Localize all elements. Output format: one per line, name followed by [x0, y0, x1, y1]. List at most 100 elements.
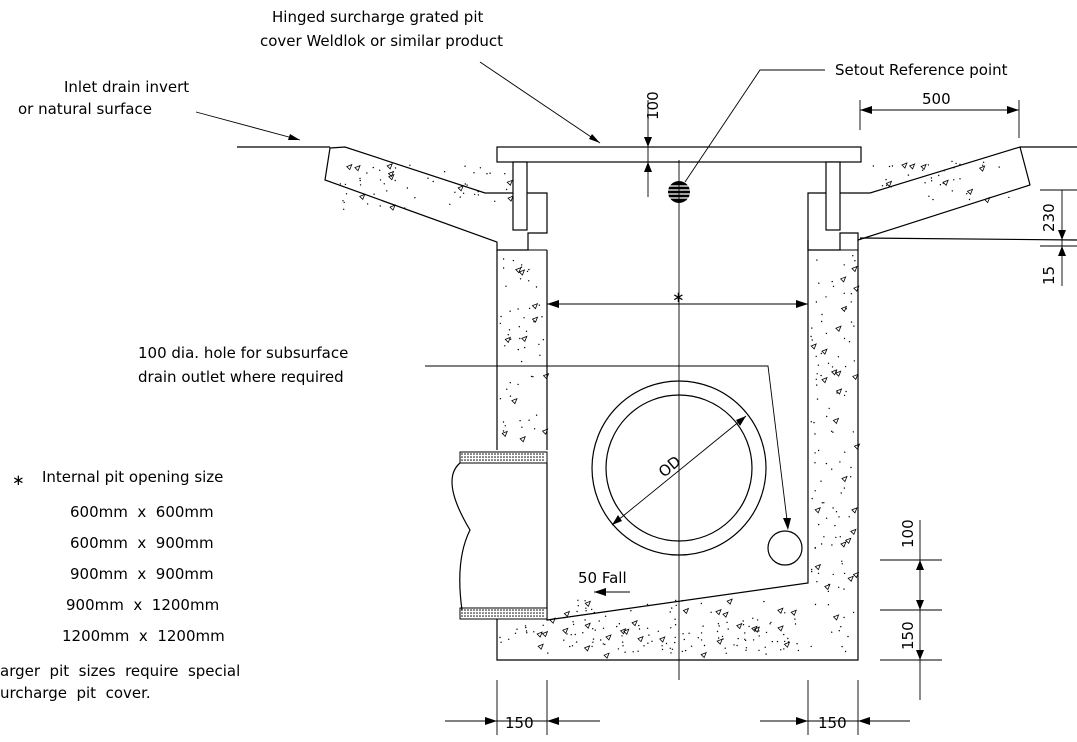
band-hatch-dot: [485, 609, 487, 611]
aggregate-dot: [366, 203, 369, 205]
aggregate-dot: [630, 610, 632, 612]
aggregate-stone: [844, 537, 852, 544]
aggregate-dot: [632, 651, 634, 653]
band-hatch-dot: [509, 609, 511, 611]
aggregate-dot: [566, 633, 568, 635]
aggregate-dot: [942, 182, 944, 184]
band-hatch-dot: [503, 609, 505, 611]
aggregate-stone: [388, 173, 395, 181]
band-hatch-dot: [533, 615, 535, 617]
aggregate-dot: [821, 502, 823, 504]
inlet-note-line2: or natural surface: [18, 100, 152, 118]
aggregate-dot: [817, 572, 820, 575]
aggregate-dot: [1008, 196, 1010, 199]
band-hatch-dot: [536, 612, 538, 614]
band-hatch-dot: [479, 453, 481, 455]
aggregate-dot: [844, 365, 847, 368]
aggregate-stone: [457, 185, 464, 192]
aggregate-dot: [600, 639, 602, 641]
aggregate-stone: [507, 195, 514, 202]
aggregate-dot: [825, 332, 828, 335]
od-label: OD: [655, 452, 684, 481]
left-cover-hinge: [512, 161, 528, 231]
aggregate-stone: [659, 636, 666, 643]
band-hatch-dot: [503, 612, 505, 614]
aggregate-stone: [835, 325, 842, 332]
aggregate-dot: [506, 388, 508, 390]
aggregate-dot: [814, 452, 816, 454]
band-hatch-dot: [536, 615, 538, 617]
pit-size-1: 600mm x 600mm: [70, 503, 214, 521]
aggregate-dot: [847, 635, 849, 638]
band-hatch-dot: [491, 609, 493, 611]
aggregate-dot: [500, 315, 502, 318]
aggregate-stone: [506, 179, 514, 186]
aggregate-dot: [850, 293, 853, 295]
aggregate-dot: [585, 607, 587, 609]
aggregate-dot: [671, 607, 673, 609]
opening-asterisk: ∗: [672, 288, 685, 306]
band-hatch-dot: [488, 453, 490, 455]
band-hatch-dot: [539, 453, 541, 455]
aggregate-stone: [835, 388, 843, 395]
aggregate-stone: [853, 443, 861, 450]
aggregate-dot: [343, 201, 345, 204]
band-hatch-dot: [497, 453, 499, 455]
aggregate-dot: [758, 630, 760, 632]
aggregate-stone: [536, 631, 543, 638]
concrete-aggregate-texture: [339, 160, 1010, 659]
subsurface-drain-hole: [767, 530, 803, 566]
aggregate-dot: [742, 624, 745, 626]
aggregate-dot: [525, 626, 527, 629]
aggregate-dot: [832, 573, 834, 576]
aggregate-dot: [955, 162, 957, 165]
band-hatch-dot: [518, 456, 520, 458]
aggregate-dot: [814, 603, 817, 606]
cover-leader: [479, 61, 601, 144]
aggregate-dot: [881, 185, 884, 187]
aggregate-dot: [591, 608, 593, 611]
aggregate-dot: [638, 628, 641, 630]
aggregate-dot: [643, 645, 645, 647]
band-hatch-dot: [482, 615, 484, 617]
aggregate-dot: [517, 308, 519, 310]
band-hatch-dot: [467, 615, 469, 617]
aggregate-dot: [841, 563, 843, 565]
aggregate-dot: [427, 177, 429, 179]
band-hatch-dot: [461, 456, 463, 458]
band-hatch-dot: [500, 453, 502, 455]
aggregate-dot: [840, 626, 842, 628]
band-hatch-dot: [500, 456, 502, 458]
aggregate-dot: [618, 623, 621, 625]
aggregate-stone: [777, 607, 784, 614]
aggregate-dot: [783, 648, 785, 650]
band-hatch-dot: [524, 456, 526, 458]
aggregate-dot: [670, 652, 672, 654]
aggregate-dot: [832, 431, 834, 433]
hole-note-line2: drain outlet where required: [138, 368, 344, 386]
aggregate-dot: [621, 635, 623, 637]
aggregate-stone: [851, 507, 858, 514]
aggregate-dot: [700, 602, 702, 605]
aggregate-dot: [843, 264, 845, 266]
aggregate-dot: [359, 184, 362, 186]
aggregate-dot: [811, 339, 813, 341]
aggregate-dot: [844, 451, 846, 453]
pit-size-4: 900mm x 1200mm: [66, 596, 219, 614]
aggregate-dot: [359, 177, 361, 180]
band-hatch-dot: [509, 612, 511, 614]
band-hatch-dot: [527, 456, 529, 458]
band-hatch-dot: [491, 456, 493, 458]
aggregate-dot: [464, 183, 466, 185]
aggregate-dot: [752, 617, 754, 619]
aggregate-dot: [504, 345, 506, 347]
band-hatch-dot: [479, 615, 481, 617]
aggregate-dot: [379, 169, 381, 171]
band-hatch-dot: [533, 612, 535, 614]
band-hatch-dot: [524, 612, 526, 614]
aggregate-dot: [344, 183, 347, 186]
right-wall-label: 150: [818, 714, 847, 732]
band-hatch-dot: [485, 456, 487, 458]
aggregate-stone: [682, 607, 690, 615]
aggregate-stone: [751, 625, 758, 633]
